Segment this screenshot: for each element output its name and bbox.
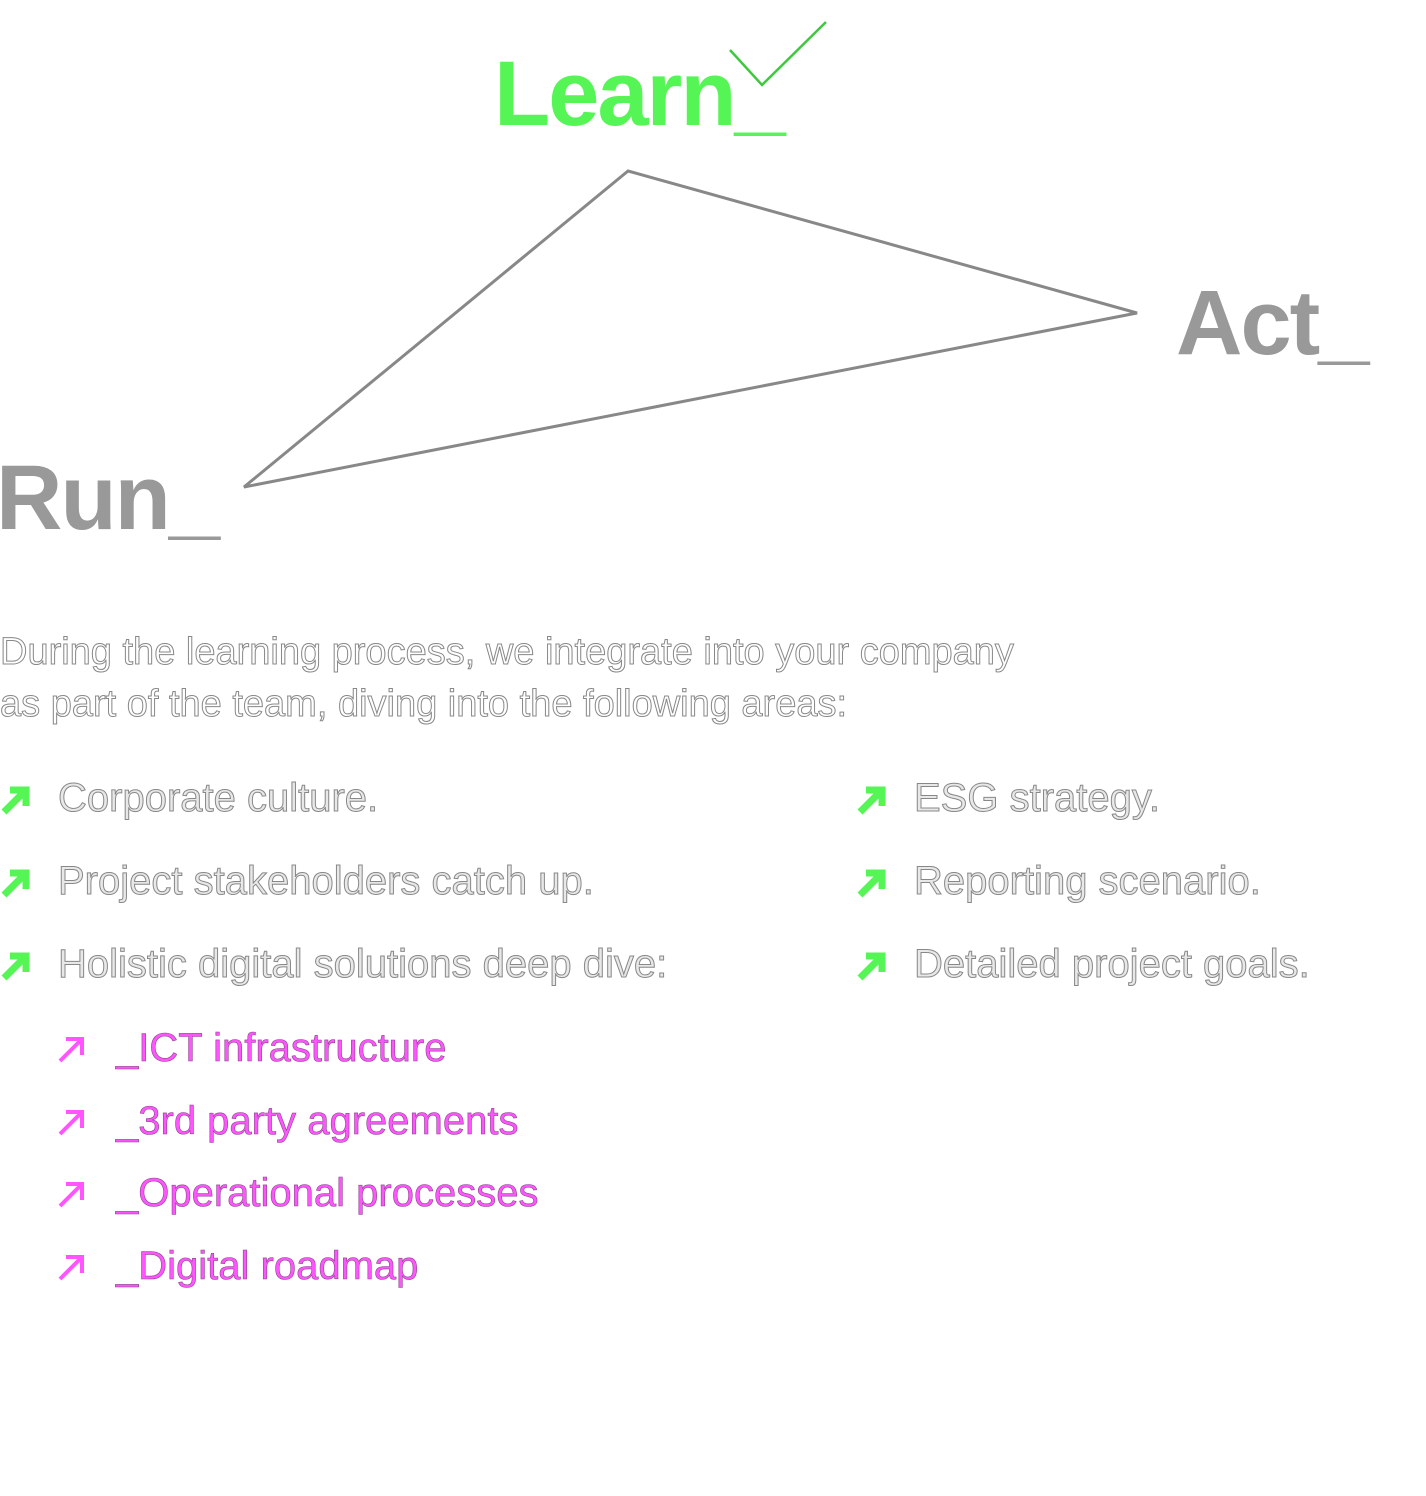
checkmark-icon [729,21,827,87]
arrow-up-right-icon [857,952,886,980]
learning-triangle [243,21,1138,489]
sub-item-label: _Operational processes [116,1171,539,1216]
list-item-label: Project stakeholders catch up. [58,859,595,904]
sub-item-label: _Digital roadmap [116,1244,419,1289]
sub-item-label: _ICT infrastructure [116,1026,447,1071]
list-item-label: Holistic digital solutions deep dive: [57,942,668,987]
arrow-up-right-icon [857,786,886,814]
list-item: Reporting scenario. [856,859,1261,904]
list-item: ESG strategy. [856,776,1161,821]
list-item: Project stakeholders catch up. [0,859,594,904]
act-label: Act_ [1176,272,1369,374]
list-item: Holistic digital solutions deep dive: [0,942,668,987]
run-label: Run_ [0,447,220,549]
list-item-label: Detailed project goals. [914,942,1311,987]
intro-line-1: During the learning process, we integrat… [0,631,1014,674]
list-item-label: ESG strategy. [913,776,1161,821]
list-item-label: Corporate culture. [57,776,379,821]
sub-item: _3rd party agreements [56,1099,519,1144]
arrow-up-right-icon [857,869,886,897]
arrow-up-right-icon [58,1254,84,1280]
arrow-up-right-icon [1,952,30,980]
sub-item: _Digital roadmap [56,1244,419,1289]
sub-item: _Operational processes [56,1171,539,1216]
list-item-label: Reporting scenario. [914,859,1262,904]
arrow-up-right-icon [1,869,30,897]
triangle-outline [243,169,1138,489]
arrow-up-right-icon [58,1036,84,1062]
arrow-up-right-icon [58,1181,84,1207]
list-item: Detailed project goals. [856,942,1310,987]
intro-paragraph: During the learning process, we integrat… [0,626,1014,730]
sub-item-label: _3rd party agreements [116,1099,519,1144]
intro-line-2: as part of the team, diving into the fol… [0,683,848,726]
list-item: Corporate culture. [0,776,379,821]
sub-item: _ICT infrastructure [56,1026,447,1071]
arrow-up-right-icon [1,786,30,814]
arrow-up-right-icon [58,1109,84,1135]
learn-label: Learn_ [494,43,786,145]
